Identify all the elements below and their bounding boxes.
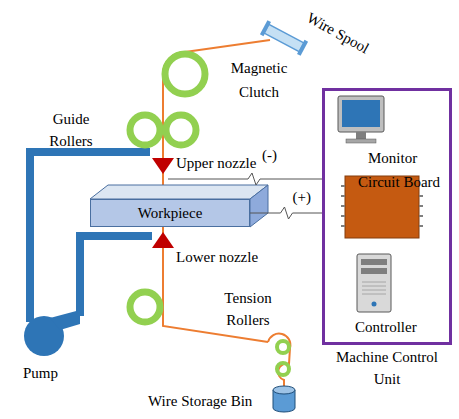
tension-roller	[130, 292, 160, 322]
part-label: Wire Spool	[303, 7, 373, 59]
workpiece-top	[90, 185, 268, 199]
pipe	[80, 236, 152, 316]
part-label: Guide Rollers	[36, 108, 106, 152]
monitor-icon	[338, 96, 384, 143]
wire-spool	[260, 20, 308, 56]
wire	[268, 334, 290, 388]
tension-roller	[277, 363, 289, 375]
part-label: Wire Storage Bin	[148, 390, 252, 412]
magnetic-clutch	[165, 54, 205, 94]
positive-lead	[250, 207, 323, 219]
part-label: Tension Rollers	[208, 287, 288, 331]
component-label: Monitor	[368, 147, 417, 169]
part-label: Pump	[23, 362, 58, 384]
upper-nozzle	[152, 158, 174, 174]
component-label: Circuit Board	[358, 171, 440, 193]
lower-nozzle	[152, 232, 174, 248]
part-label: Magnetic Clutch	[216, 56, 302, 104]
wire-storage-bin	[273, 386, 295, 412]
pump-outlet	[50, 310, 80, 330]
negative-lead	[168, 173, 322, 185]
workpiece-side	[250, 185, 268, 227]
guide-roller	[130, 115, 160, 145]
part-label: Lower nozzle	[176, 246, 258, 268]
part-label: Upper nozzle	[176, 152, 256, 174]
terminal-label: (-)	[262, 144, 277, 166]
component-label: Controller	[355, 316, 417, 338]
controller-icon	[357, 254, 391, 312]
guide-roller	[166, 115, 196, 145]
workpiece-box: Workpiece	[90, 199, 250, 227]
tension-roller	[277, 341, 289, 353]
terminal-label: (+)	[293, 186, 311, 208]
box-text: Workpiece	[138, 205, 203, 222]
unit-heading: Machine Control Unit	[331, 346, 443, 390]
control-unit-box: Machine Control Unit	[322, 88, 452, 345]
